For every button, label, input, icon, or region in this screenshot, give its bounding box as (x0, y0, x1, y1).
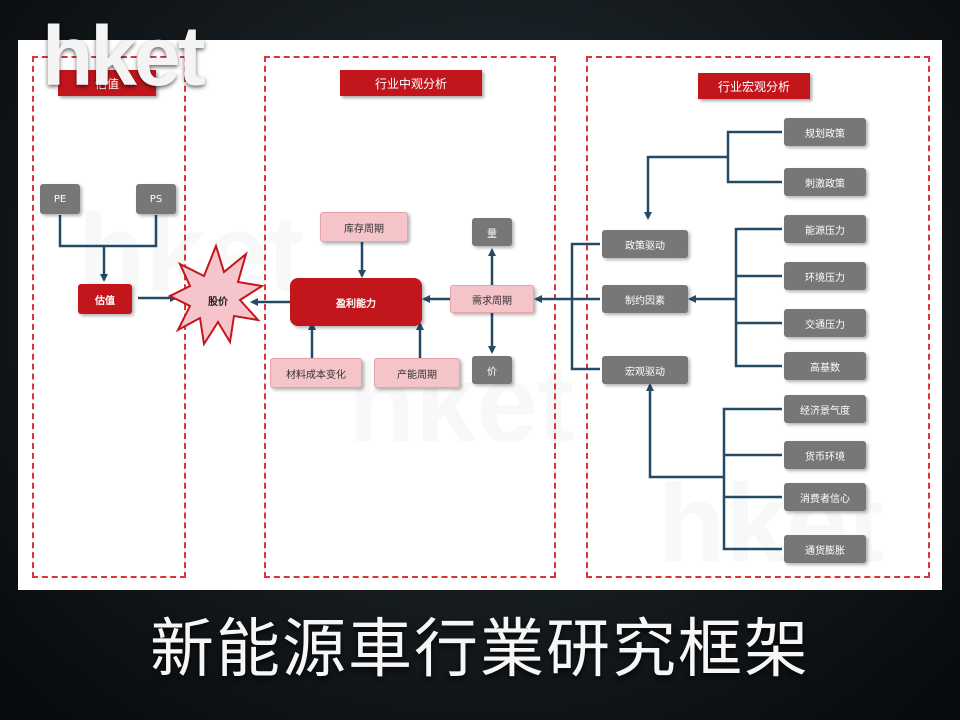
environment-pressure-node: 环境压力 (784, 262, 866, 290)
valuation-node: 估值 (78, 284, 132, 314)
industry-macro-section (586, 56, 930, 578)
inventory-cycle-node: 库存周期 (320, 212, 408, 242)
hket-logo: hket (42, 9, 206, 103)
planning-policy-node: 规划政策 (784, 118, 866, 146)
demand-cycle-node: 需求周期 (450, 285, 534, 313)
profitability-node: 盈利能力 (290, 278, 422, 326)
pe-node: PE (40, 184, 80, 214)
material-cost-node: 材料成本变化 (270, 358, 362, 388)
valuation-section-title: 估值 (58, 70, 156, 96)
traffic-pressure-node: 交通压力 (784, 309, 866, 337)
macro-section-title: 行业宏观分析 (698, 73, 810, 99)
economic-sentiment-node: 经济景气度 (784, 395, 866, 423)
meso-section-title: 行业中观分析 (340, 70, 482, 96)
slide-caption: 新能源車行業研究框架 (150, 613, 810, 687)
constraints-node: 制约因素 (602, 285, 688, 313)
ps-node: PS (136, 184, 176, 214)
energy-pressure-node: 能源压力 (784, 215, 866, 243)
monetary-environment-node: 货币环境 (784, 441, 866, 469)
industry-meso-section (264, 56, 556, 578)
stock-price-label: 股价 (208, 296, 228, 308)
consumer-confidence-node: 消费者信心 (784, 483, 866, 511)
high-base-node: 高基数 (784, 352, 866, 380)
macro-driver-node: 宏观驱动 (602, 356, 688, 384)
inflation-node: 通货膨胀 (784, 535, 866, 563)
connector-lines (58, 130, 782, 551)
capacity-cycle-node: 产能周期 (374, 358, 460, 388)
price-node: 价 (472, 356, 512, 384)
volume-node: 量 (472, 218, 512, 246)
policy-driver-node: 政策驱动 (602, 230, 688, 258)
diagram-panel: hket hket hket 估值 行业中观分析 行业宏观分析 (18, 40, 942, 590)
stimulus-policy-node: 刺激政策 (784, 168, 866, 196)
